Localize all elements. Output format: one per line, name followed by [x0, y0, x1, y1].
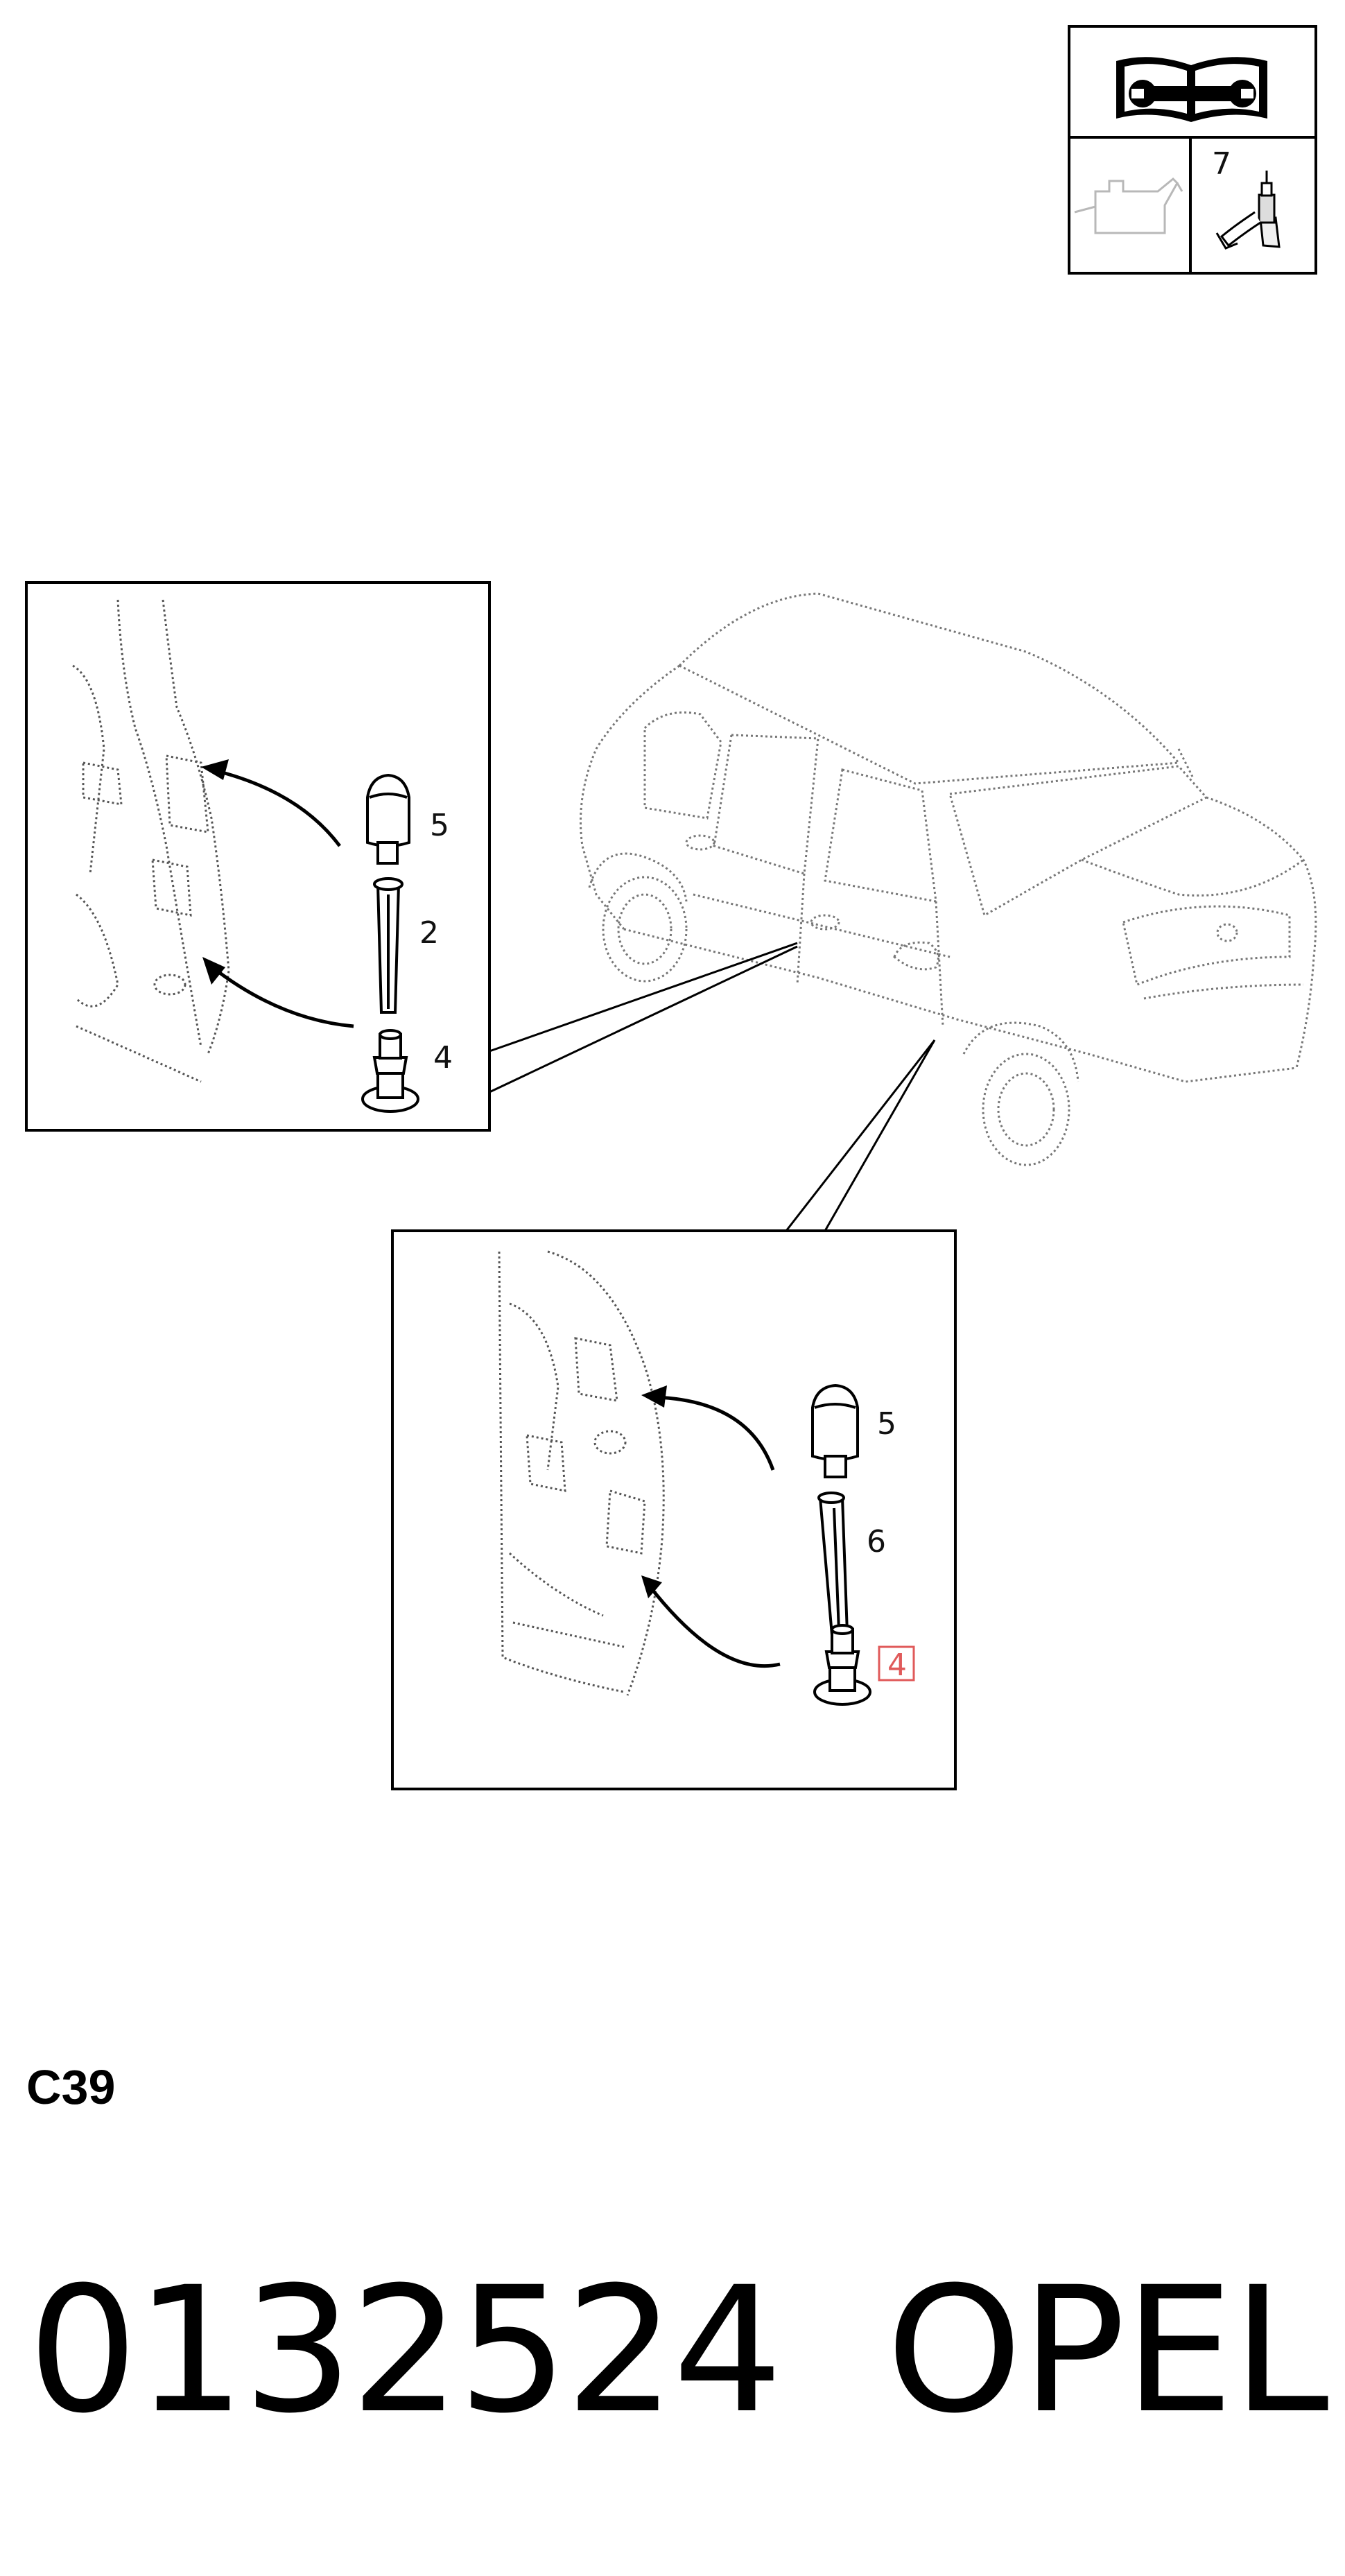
callout-lower-2: 6	[867, 1524, 886, 1559]
sealant-bottle-icon	[1215, 171, 1281, 250]
manual-wrench-icon	[1116, 57, 1267, 122]
part-cap	[811, 1383, 859, 1478]
part-bushing	[361, 1029, 419, 1113]
callout-lower-1: 5	[877, 1406, 896, 1442]
brand-name: OPEL	[886, 2249, 1329, 2451]
part-pin	[373, 877, 404, 1014]
vehicle-outline	[580, 592, 1317, 1166]
sealant-number: 7	[1212, 146, 1231, 182]
icon-legend: 7	[1068, 25, 1317, 275]
callout-lower-3: 4	[887, 1648, 907, 1683]
part-cap	[366, 773, 410, 865]
detail-upper: 5 2 4	[25, 581, 491, 1132]
callout-upper-2: 2	[419, 915, 439, 951]
diagram-code: C39	[26, 2060, 116, 2114]
callout-highlight-box	[878, 1645, 915, 1682]
exploded-view-illustration: 5 2 4	[0, 569, 1345, 1831]
part-number: 0132524	[28, 2249, 783, 2451]
callout-upper-3: 4	[433, 1040, 453, 1075]
detail-lower: 5 6 4	[391, 1229, 957, 1790]
part-bushing	[813, 1624, 871, 1706]
leader-lines	[489, 942, 936, 1231]
callout-upper-1: 5	[430, 808, 449, 843]
oil-can-icon	[1074, 177, 1183, 234]
